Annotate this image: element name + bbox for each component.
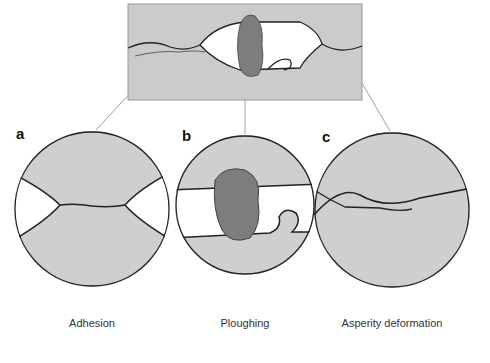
ploughing-detail [170,130,320,280]
panel-caption: Adhesion [69,317,115,329]
magnified-circle: bPloughing [175,135,315,275]
circle-outline [314,132,470,288]
circle-outline [175,135,315,275]
panel-letter: a [16,125,24,142]
panel-letter: c [322,128,330,145]
magnified-circle: cAsperity deformation [314,132,470,288]
circle-outline [14,131,170,287]
magnified-circle: aAdhesion [14,131,170,287]
panel-letter: b [182,127,191,144]
adhesion-detail [10,128,180,293]
panel-caption: Asperity deformation [342,317,443,329]
surface-contact-overview [128,4,362,100]
panel-caption: Ploughing [221,317,270,329]
asperity-deformation-detail [312,130,472,290]
